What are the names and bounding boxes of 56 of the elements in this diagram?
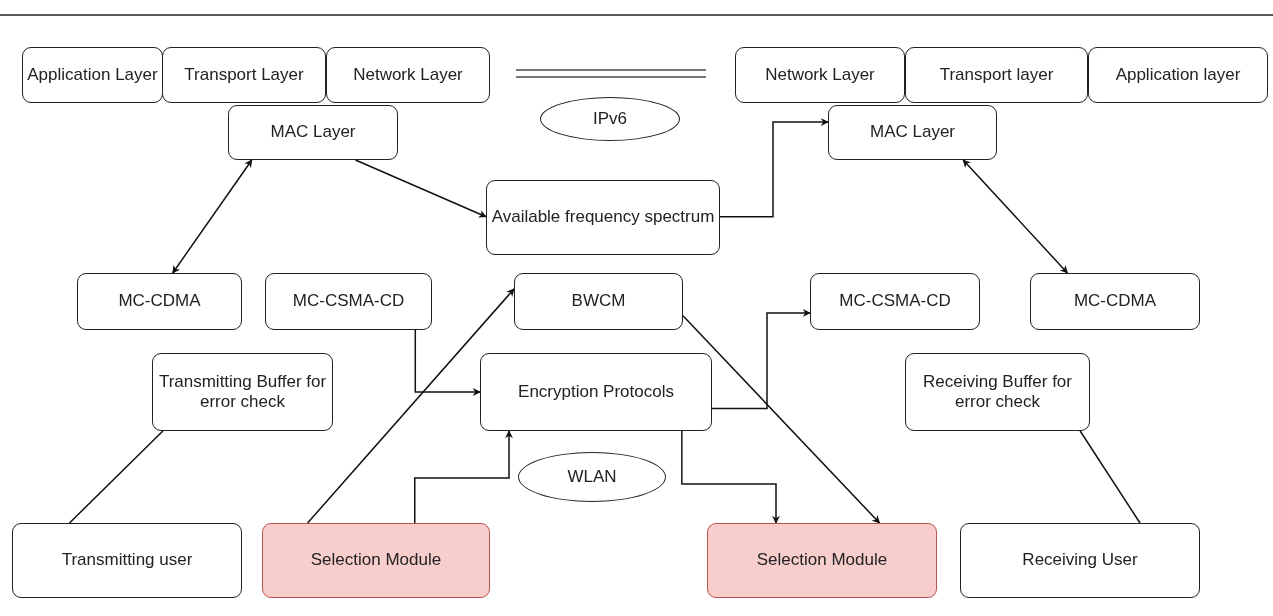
process-box xyxy=(12,523,242,598)
arrow xyxy=(354,159,487,218)
process-box xyxy=(960,523,1200,598)
node-label: MC-CSMA-CD xyxy=(838,291,952,312)
node-label: MAC Layer xyxy=(269,122,357,143)
arrow xyxy=(681,430,780,524)
process-box xyxy=(480,353,712,431)
arrow xyxy=(414,430,513,524)
arrow xyxy=(414,329,481,396)
process-box xyxy=(162,47,326,103)
node-label: MAC Layer xyxy=(869,122,956,143)
node-label: Transport layer xyxy=(938,64,1055,86)
arrow xyxy=(682,315,881,524)
process-box xyxy=(228,105,398,160)
node-label: Network Layer xyxy=(352,64,464,86)
process-box xyxy=(810,273,980,330)
node-label: Transmitting Buffer for error check xyxy=(157,371,328,413)
arrow xyxy=(711,308,811,410)
connector-line xyxy=(68,430,164,524)
arrow xyxy=(719,118,829,218)
process-box xyxy=(905,353,1090,431)
node-label: Receiving User xyxy=(1021,550,1139,571)
node-label: Selection Module xyxy=(755,550,889,571)
node-label: MC-CSMA-CD xyxy=(291,291,406,312)
node-label: Transport Layer xyxy=(183,64,305,86)
process-box xyxy=(77,273,242,330)
arrow xyxy=(962,159,1069,274)
process-box xyxy=(905,47,1088,103)
node-label: Receiving Buffer for error check xyxy=(922,371,1073,413)
node-label: MC-CDMA xyxy=(1072,291,1158,312)
node-label: Encryption Protocols xyxy=(517,381,675,403)
process-box xyxy=(152,353,333,431)
process-box xyxy=(265,273,432,330)
connector-line xyxy=(1079,430,1141,524)
node-label: Network Layer xyxy=(764,64,876,86)
process-box xyxy=(1030,273,1200,330)
process-box xyxy=(735,47,905,103)
process-box xyxy=(514,273,683,330)
process-box xyxy=(1088,47,1268,103)
process-box xyxy=(326,47,490,103)
node-label: Application layer xyxy=(1114,64,1242,86)
node-label: Transmitting user xyxy=(60,550,194,571)
module-box xyxy=(262,523,490,598)
process-box xyxy=(486,180,720,255)
arrow xyxy=(306,288,515,524)
process-box xyxy=(22,47,163,103)
node-label: MC-CDMA xyxy=(117,291,202,312)
node-label: Application Layer xyxy=(26,64,159,86)
node-label: BWCM xyxy=(570,291,627,312)
node-label: Selection Module xyxy=(309,550,443,571)
node-label: WLAN xyxy=(566,466,618,488)
process-box xyxy=(828,105,997,160)
arrow xyxy=(171,159,253,274)
node-label: IPv6 xyxy=(592,108,628,130)
module-box xyxy=(707,523,937,598)
node-label: Available frequency spectrum xyxy=(490,207,716,228)
